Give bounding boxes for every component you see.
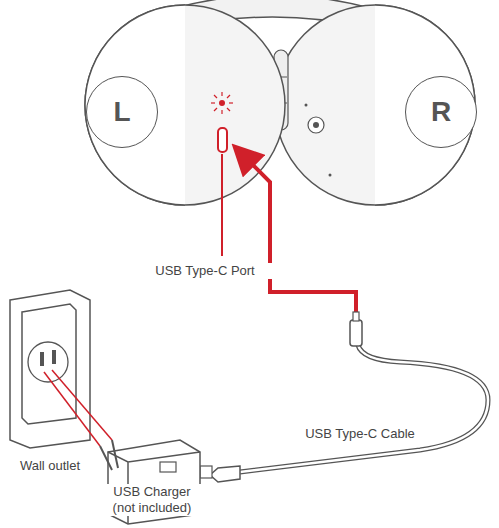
- part-label: Wall outlet: [3, 458, 97, 474]
- side-letter: L: [113, 96, 130, 128]
- earcup-pad: L: [86, 76, 158, 148]
- audio-jack: [308, 117, 324, 133]
- charge-led: [219, 100, 225, 106]
- plug-arrow: [52, 370, 112, 440]
- left-cushion: [85, 5, 185, 205]
- earcup-pad: R: [405, 76, 477, 148]
- usb-c-port: [218, 128, 227, 152]
- left-earcup: [85, 5, 285, 205]
- insert-arrow: [240, 152, 356, 318]
- right-earcup: [275, 5, 475, 205]
- side-letter: R: [431, 96, 451, 128]
- part-label: USB Charger (not included): [100, 484, 204, 516]
- usb-a-plug: [210, 466, 240, 482]
- part-label: USB Type-C Port: [133, 263, 277, 279]
- socket: [28, 342, 68, 382]
- usb-c-plug: [350, 320, 362, 346]
- wall: [10, 290, 90, 448]
- usb-c-cable: [240, 345, 488, 472]
- part-label: USB Type-C Cable: [288, 426, 432, 442]
- port-leader: [221, 154, 223, 256]
- outlet-plate: [22, 304, 76, 424]
